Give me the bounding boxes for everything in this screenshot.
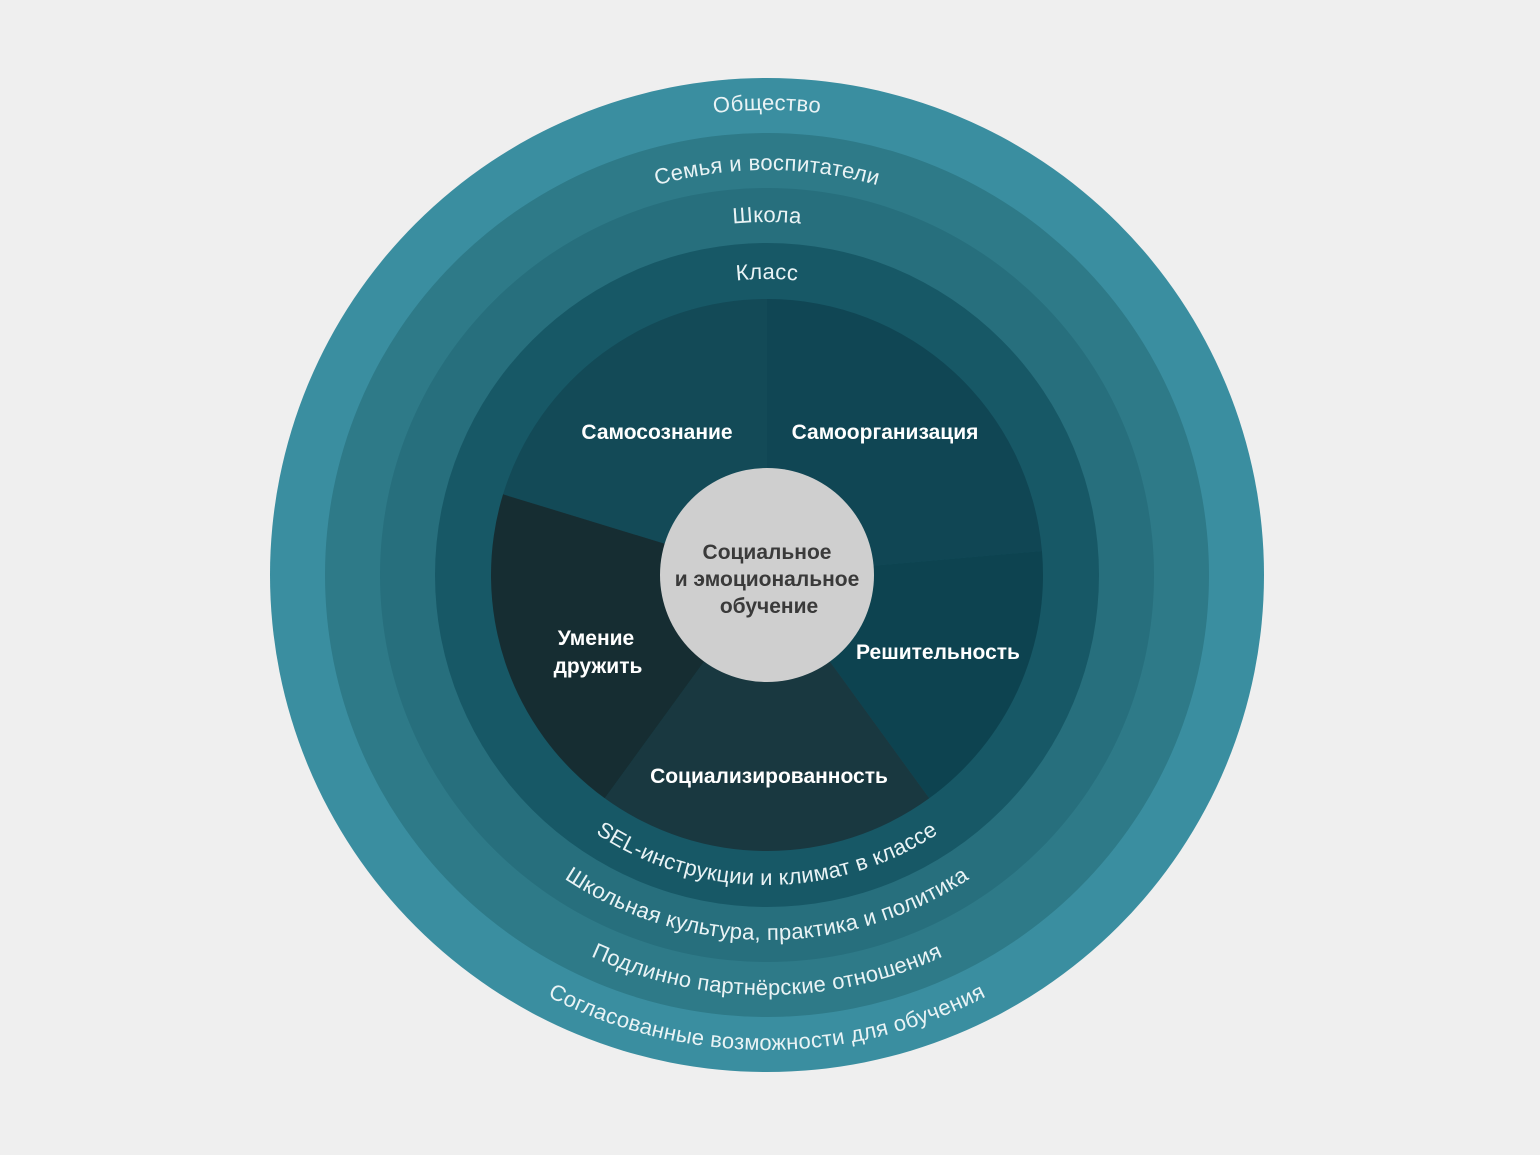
- segment-social-awareness: [604, 575, 930, 851]
- ring-label-school: Школа: [732, 202, 804, 229]
- segment-label-relationship-line1: Умение: [558, 627, 635, 650]
- segment-label-decision-making: Решительность: [856, 641, 1020, 664]
- segment-label-self-awareness: Самосознание: [581, 421, 732, 444]
- ring-label-class: Класс: [735, 259, 800, 286]
- core-label-line3: обучение: [720, 595, 818, 618]
- core-label-line2: и эмоциональное: [675, 568, 860, 591]
- core-circle: [660, 468, 874, 682]
- core-label-line1: Социальное: [703, 541, 832, 564]
- ring-label-society: Общество: [712, 90, 823, 118]
- segment-label-social-awareness: Социализированность: [650, 765, 888, 788]
- segment-label-relationship-line2: дружить: [554, 655, 643, 678]
- segment-label-self-management: Самоорганизация: [792, 421, 979, 444]
